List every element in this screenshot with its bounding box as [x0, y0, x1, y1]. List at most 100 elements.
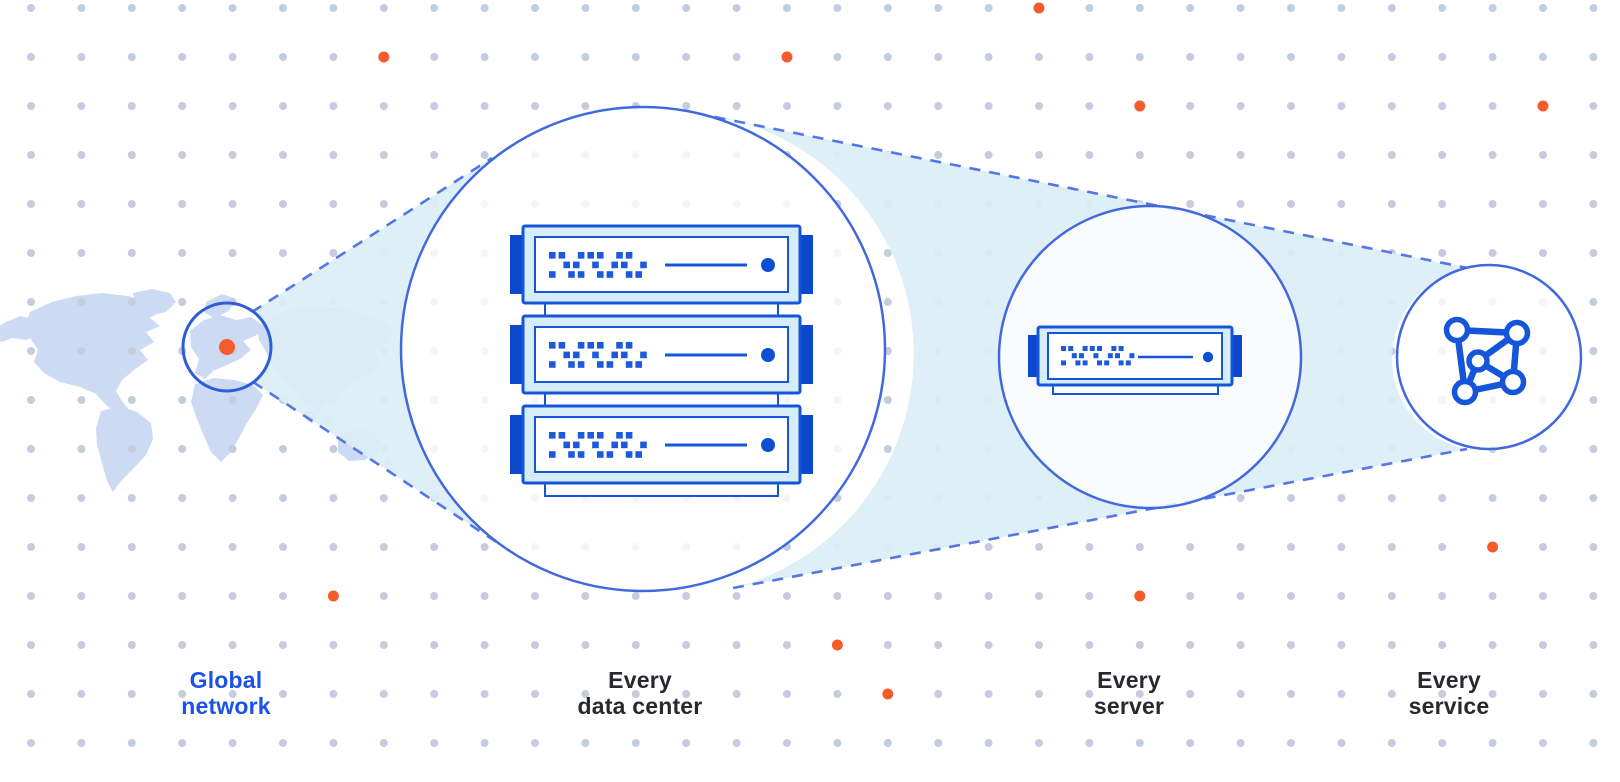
- server-vent-matrix: [549, 432, 647, 458]
- grid-dot: [1186, 200, 1195, 208]
- grid-dot: [934, 690, 943, 698]
- grid-dot: [1337, 543, 1346, 551]
- grid-dot: [581, 4, 590, 12]
- grid-dot: [1488, 102, 1497, 110]
- grid-dot: [631, 690, 640, 698]
- grid-dot: [27, 396, 35, 404]
- grid-dot: [1085, 53, 1094, 61]
- grid-dot: [984, 739, 993, 747]
- grid-dot: [1438, 102, 1447, 110]
- grid-dot: [77, 690, 86, 698]
- grid-dot: [1337, 53, 1346, 61]
- server-faceplate: [534, 416, 789, 473]
- grid-dot: [1236, 739, 1245, 747]
- grid-dot: [127, 641, 136, 649]
- grid-dot: [1438, 4, 1447, 12]
- grid-dot: [934, 641, 943, 649]
- grid-dot: [77, 200, 86, 208]
- grid-dot: [1488, 592, 1497, 600]
- grid-dot: [77, 347, 86, 355]
- grid-dot: [732, 690, 741, 698]
- grid-dot: [883, 298, 892, 306]
- grid-dot-orange: [1134, 100, 1146, 112]
- grid-dot: [1488, 641, 1497, 649]
- grid-dot: [934, 53, 943, 61]
- grid-dot: [1387, 592, 1396, 600]
- grid-dot: [984, 543, 993, 551]
- grid-dot: [631, 53, 640, 61]
- grid-dot: [279, 445, 287, 453]
- grid-dot: [1438, 690, 1447, 698]
- grid-dot: [1186, 102, 1195, 110]
- grid-dot: [178, 445, 187, 453]
- grid-dot: [833, 592, 842, 600]
- grid-dot: [1135, 151, 1144, 159]
- grid-dot: [631, 4, 640, 12]
- grid-dot: [127, 53, 136, 61]
- map-marker: [219, 339, 235, 355]
- grid-dot: [1085, 151, 1094, 159]
- grid-dot: [581, 592, 590, 600]
- grid-dot: [228, 641, 237, 649]
- grid-dot: [581, 102, 590, 110]
- zoom-dashed-line: [732, 447, 1468, 590]
- network-node-br: [1499, 368, 1527, 396]
- grid-dot: [1287, 4, 1295, 12]
- grid-dot: [127, 494, 136, 502]
- grid-dot: [279, 690, 287, 698]
- grid-dot: [1488, 4, 1497, 12]
- server-vent-matrix: [1061, 346, 1135, 366]
- grid-dot: [1589, 445, 1598, 453]
- grid-dot: [379, 151, 388, 159]
- grid-dot: [1186, 53, 1195, 61]
- grid-dot: [178, 249, 187, 257]
- grid-dot: [1488, 53, 1497, 61]
- grid-dot: [1387, 739, 1396, 747]
- grid-dot: [531, 739, 539, 747]
- grid-dot: [77, 641, 86, 649]
- grid-dot: [934, 739, 943, 747]
- grid-dot: [279, 494, 287, 502]
- grid-dot: [1085, 4, 1094, 12]
- grid-dot: [127, 298, 136, 306]
- grid-dot: [984, 151, 993, 159]
- grid-dot: [228, 249, 237, 257]
- grid-dot: [279, 102, 287, 110]
- grid-dot: [833, 739, 842, 747]
- grid-dot: [833, 4, 842, 12]
- grid-dot: [228, 739, 237, 747]
- landmass-north-america: [24, 293, 162, 415]
- grid-dot: [27, 592, 35, 600]
- grid-dot: [1287, 102, 1295, 110]
- grid-dot: [883, 249, 892, 257]
- grid-dot: [77, 102, 86, 110]
- grid-dot: [480, 690, 489, 698]
- grid-dot: [228, 102, 237, 110]
- grid-dot: [1589, 641, 1598, 649]
- grid-dot: [379, 543, 388, 551]
- grid-dot: [984, 592, 993, 600]
- grid-dot: [1135, 690, 1144, 698]
- grid-dot: [682, 739, 691, 747]
- grid-dot: [984, 53, 993, 61]
- grid-dot: [77, 298, 86, 306]
- grid-dot: [329, 53, 338, 61]
- grid-dot: [1438, 592, 1447, 600]
- grid-dot: [27, 347, 35, 355]
- landmass-south-america: [96, 406, 153, 492]
- grid-dot: [228, 4, 237, 12]
- grid-dot: [1438, 543, 1447, 551]
- grid-dot: [732, 4, 741, 12]
- grid-dot: [783, 592, 791, 600]
- grid-dot: [883, 396, 892, 404]
- grid-dot: [531, 592, 539, 600]
- grid-dot: [631, 641, 640, 649]
- grid-dot: [127, 396, 136, 404]
- grid-dot: [1589, 690, 1598, 698]
- grid-dot: [1337, 4, 1346, 12]
- grid-dot: [329, 494, 338, 502]
- grid-dot: [430, 543, 439, 551]
- grid-dot: [27, 4, 35, 12]
- grid-dot: [77, 543, 86, 551]
